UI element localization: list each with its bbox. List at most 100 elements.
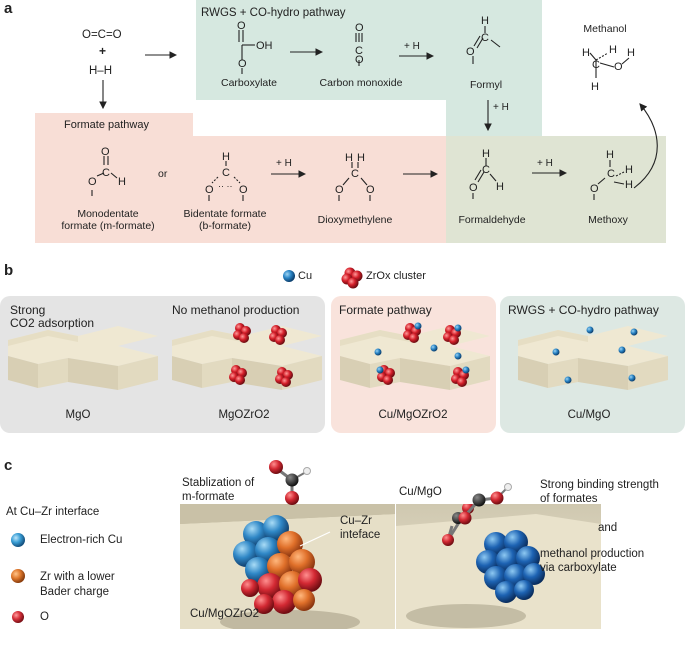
svg-text:C: C bbox=[351, 168, 359, 180]
svg-text:·· ··: ·· ·· bbox=[218, 181, 233, 191]
zrox-cluster bbox=[269, 325, 287, 345]
svg-text:O: O bbox=[355, 54, 364, 66]
zrox-cluster bbox=[451, 366, 470, 387]
zrox-cluster bbox=[275, 367, 293, 387]
shared-pathway-box bbox=[446, 136, 666, 243]
legend-zr-lower-bader: Zr with a lower Bader charge bbox=[40, 571, 115, 598]
cu-legend-label: Cu bbox=[298, 270, 313, 282]
formate-pathway-box bbox=[35, 113, 193, 136]
legend-electron-rich-cu: Electron-rich Cu bbox=[40, 534, 123, 546]
zrox-cluster bbox=[443, 324, 462, 345]
svg-text:O: O bbox=[466, 46, 475, 58]
svg-text:C: C bbox=[482, 164, 490, 176]
panel-b-legend-icons bbox=[283, 267, 363, 289]
arrow-label-h-formyl-down: + H bbox=[493, 102, 509, 113]
caption-cu-zr-interface: Cu–Zr inteface bbox=[340, 515, 381, 541]
panel-c-letter: c bbox=[4, 457, 13, 474]
formate-pathway-title: Formate pathway bbox=[64, 119, 149, 131]
svg-text:H: H bbox=[496, 181, 504, 193]
svg-text:H: H bbox=[357, 152, 365, 164]
cu-mgozro2-block bbox=[340, 322, 490, 390]
cu-cluster bbox=[476, 530, 545, 603]
caption-and: and bbox=[598, 522, 618, 534]
m-formate-molecule bbox=[269, 460, 311, 505]
arrow-methoxy-methanol bbox=[633, 103, 658, 189]
zrox-legend-label: ZrOx cluster bbox=[366, 270, 426, 282]
svg-text:O: O bbox=[88, 176, 97, 188]
cu-legend-icon bbox=[283, 270, 295, 282]
formate-pathway-main-box bbox=[35, 136, 446, 243]
zr-atom-icon bbox=[11, 569, 25, 583]
svg-text:H: H bbox=[625, 164, 633, 176]
svg-text:H: H bbox=[606, 149, 614, 161]
card-mgo-header: Strong CO2 adsorption bbox=[10, 303, 95, 330]
svg-text:O: O bbox=[355, 22, 364, 34]
svg-text:C: C bbox=[592, 59, 600, 71]
oxygen-atom-icon bbox=[12, 611, 24, 623]
svg-text:O: O bbox=[590, 183, 599, 195]
svg-text:O: O bbox=[335, 184, 344, 196]
svg-text:O: O bbox=[614, 61, 623, 73]
svg-text:C: C bbox=[481, 32, 489, 44]
legend-oxygen: O bbox=[40, 611, 49, 623]
panel-a-letter: a bbox=[4, 0, 13, 17]
card-cu-mgozro2-label: Cu/MgOZrO2 bbox=[378, 409, 448, 421]
label-monodentate: Monodentate formate (m-formate) bbox=[61, 208, 155, 232]
svg-text:O: O bbox=[238, 58, 247, 70]
panel-a-structures: O OH O O C O H C O H H C O H H O C H O H… bbox=[88, 15, 658, 201]
svg-text:H: H bbox=[627, 47, 635, 59]
caption-stabilization: Stablization of m-formate bbox=[182, 477, 255, 503]
svg-text:OH: OH bbox=[256, 40, 273, 52]
svg-text:H: H bbox=[591, 81, 599, 93]
zrox-cluster bbox=[229, 365, 247, 385]
label-cu-mgo-scene: Cu/MgO bbox=[399, 486, 442, 498]
svg-text:O: O bbox=[205, 184, 214, 196]
svg-text:H: H bbox=[609, 44, 617, 56]
label-methoxy: Methoxy bbox=[588, 214, 628, 226]
svg-text:H: H bbox=[118, 176, 126, 188]
cu-mgo-block bbox=[518, 326, 668, 390]
panel-b-letter: b bbox=[4, 262, 14, 279]
svg-text:H: H bbox=[222, 151, 230, 163]
label-or: or bbox=[158, 168, 168, 180]
svg-text:C: C bbox=[222, 167, 230, 179]
left-interface-scene bbox=[180, 504, 395, 629]
legend-title: At Cu–Zr interface bbox=[6, 506, 100, 518]
label-dioxymethylene: Dioxymethylene bbox=[317, 214, 393, 226]
label-cu-mgozro2-scene: Cu/MgOZrO2 bbox=[190, 608, 260, 620]
arrow-label-h-co-formyl: + H bbox=[404, 41, 420, 52]
arrow-label-h-formaldehyde: + H bbox=[537, 158, 553, 169]
zrox-cluster-legend-icon bbox=[341, 267, 363, 289]
svg-text:O: O bbox=[469, 182, 478, 194]
zrox-cluster bbox=[233, 323, 251, 343]
plus-sign: + bbox=[99, 44, 107, 58]
label-bidentate: Bidentate formate (b-formate) bbox=[183, 208, 267, 232]
label-formyl: Formyl bbox=[469, 79, 503, 91]
card-mgozro2-label: MgOZrO2 bbox=[218, 409, 270, 421]
co2-formula: O=C=O bbox=[82, 29, 122, 41]
h2-formula: H–H bbox=[89, 65, 113, 77]
svg-text:H: H bbox=[345, 152, 353, 164]
card-mgo-label: MgO bbox=[65, 409, 91, 421]
card-cu-mgo-header: RWGS + CO-hydro pathway bbox=[508, 303, 659, 317]
cu-zr-cluster bbox=[233, 515, 322, 614]
rwgs-pathway-box bbox=[196, 0, 542, 100]
caption-methanol-production: methanol production via carboxylate bbox=[540, 548, 645, 574]
svg-text:O: O bbox=[101, 146, 110, 158]
carboxylate-molecule bbox=[458, 483, 512, 525]
caption-binding-strength: Strong binding strength of formates bbox=[540, 479, 659, 505]
label-methanol: Methanol bbox=[583, 23, 627, 35]
svg-text:C: C bbox=[607, 168, 615, 180]
svg-text:H: H bbox=[482, 148, 490, 160]
svg-text:H: H bbox=[481, 15, 489, 27]
card-mgozro2-header: No methanol production bbox=[172, 303, 300, 317]
card-cu-mgozro2-header: Formate pathway bbox=[339, 303, 432, 317]
rwgs-pathway-title: RWGS + CO-hydro pathway bbox=[201, 7, 346, 19]
svg-text:O: O bbox=[239, 184, 248, 196]
svg-text:H: H bbox=[582, 47, 590, 59]
mgo-block bbox=[8, 326, 158, 390]
electron-rich-cu-icon bbox=[11, 533, 25, 547]
svg-text:H: H bbox=[625, 179, 633, 191]
label-carbon-monoxide: Carbon monoxide bbox=[319, 77, 403, 89]
svg-text:O: O bbox=[237, 20, 246, 32]
